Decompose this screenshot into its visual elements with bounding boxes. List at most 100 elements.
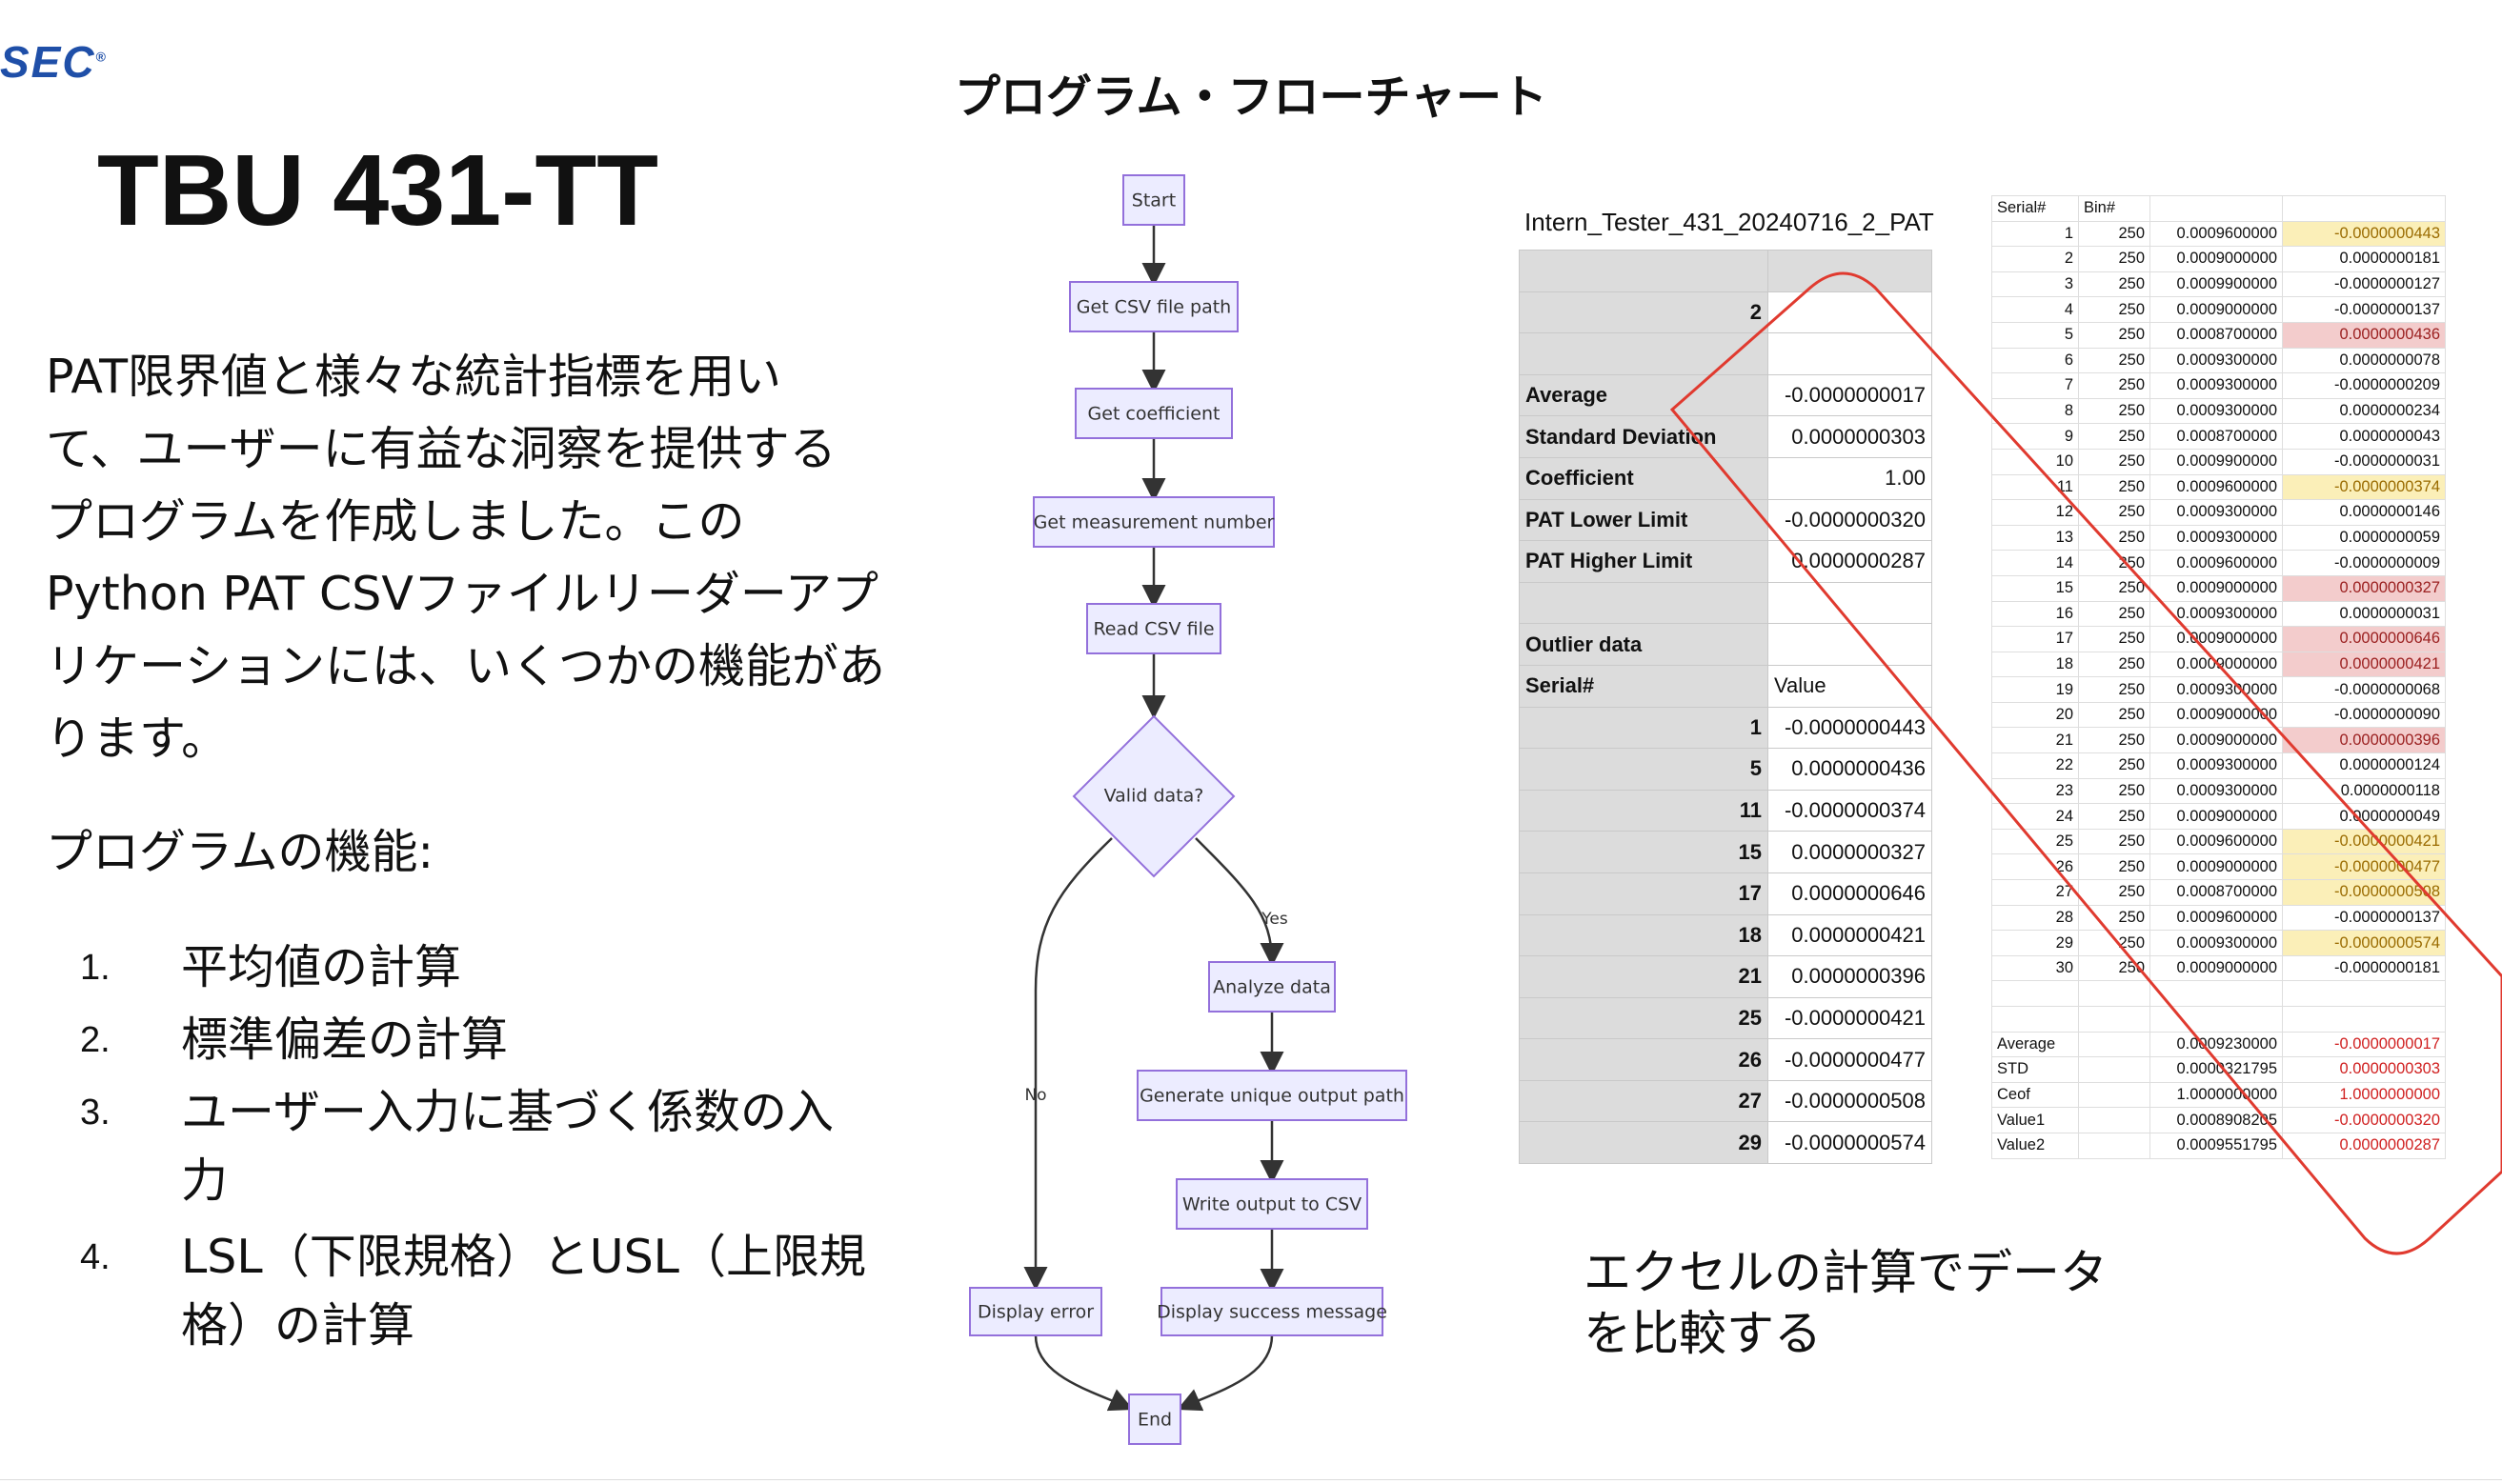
summary-value: -0.0000000443 (1767, 706, 1932, 750)
sheet-bin-cell: 250 (2078, 752, 2150, 779)
sheet-measure-cell: 0.0009000000 (2149, 246, 2283, 272)
sheet-measure-cell: 0.0009000000 (2149, 701, 2283, 729)
summary-row (1519, 581, 1932, 625)
summary-label: PAT Higher Limit (1519, 540, 1768, 583)
sheet-stat-deviation: -0.0000000017 (2282, 1031, 2446, 1058)
sheet-bin-cell: 250 (2078, 271, 2150, 298)
sheet-measure-cell: 0.0009600000 (2149, 220, 2283, 248)
flow-label-write-csv: Write output to CSV (1182, 1194, 1362, 1215)
feature-text: 標準偏差の計算 (181, 1013, 509, 1067)
sheet-deviation-cell: -0.0000000443 (2282, 220, 2446, 248)
sheet-bin-cell: 250 (2078, 904, 2150, 932)
flow-label-get-path: Get CSV file path (1077, 297, 1231, 318)
flow-label-display-error: Display error (978, 1302, 1094, 1323)
sheet-stat-measure: 0.0009551795 (2149, 1132, 2283, 1159)
flowchart-edges (1023, 225, 1284, 1412)
flow-node-read-csv-box (1086, 603, 1221, 654)
sheet-bin-cell: 250 (2078, 954, 2150, 982)
sheet-measure-cell: 0.0009900000 (2149, 448, 2283, 475)
sheet-header-cell: Bin# (2078, 195, 2150, 222)
flow-label-end: End (1138, 1410, 1172, 1431)
sheet-bin-cell: 250 (2078, 626, 2150, 652)
sheet-measure-cell: 0.0009300000 (2149, 777, 2283, 805)
flow-label-start: Start (1132, 191, 1176, 211)
sheet-bin-cell: 250 (2078, 372, 2150, 399)
summary-value: 0.0000000436 (1767, 748, 1932, 791)
summary-label: 1 (1519, 706, 1768, 750)
sheet-measure-cell: 0.0009300000 (2149, 524, 2283, 551)
logo-registered-mark: ® (95, 49, 108, 65)
feature-text: LSL（下限規格）とUSL（上限規 (181, 1230, 866, 1284)
flow-node-analyze-box (1208, 961, 1336, 1013)
sheet-deviation-cell: -0.0000000031 (2282, 448, 2446, 475)
sheet-measure-cell: 0.0009000000 (2149, 803, 2283, 830)
sheet-deviation-cell: 0.0000000646 (2282, 626, 2446, 652)
summary-label: 5 (1519, 748, 1768, 791)
sheet-serial-cell: 8 (1991, 397, 2079, 425)
feature-text: 格）の計算 (181, 1298, 415, 1353)
sheet-serial-cell: 13 (1991, 524, 2079, 551)
sheet-serial-cell: 18 (1991, 651, 2079, 678)
sheet-measure-cell: 0.0008700000 (2149, 321, 2283, 349)
compare-note-line: エクセルの計算でデータ (1584, 1245, 2108, 1300)
feature-number: 4. (80, 1237, 111, 1277)
sheet-deviation-cell: 0.0000000181 (2282, 246, 2446, 272)
summary-label: 26 (1519, 1038, 1768, 1081)
summary-value: 1.00 (1767, 456, 1932, 500)
summary-label (1519, 250, 1768, 292)
sheet-serial-cell: 29 (1991, 930, 2079, 956)
sheet-bin-cell: 250 (2078, 397, 2150, 425)
flow-edge-no-label: No (1024, 1086, 1046, 1105)
sheet-bin-cell: 250 (2078, 828, 2150, 855)
program-flowchart: Start Get CSV file path Get coefficient … (969, 174, 1407, 1445)
sheet-serial-cell: 26 (1991, 853, 2079, 881)
sheet-bin-cell: 250 (2078, 524, 2150, 551)
sheet-measure-cell: 0.0009300000 (2149, 347, 2283, 374)
sheet-measure-cell: 0.0009300000 (2149, 397, 2283, 425)
summary-label: 21 (1519, 955, 1768, 998)
summary-value: -0.0000000421 (1767, 996, 1932, 1040)
sheet-measure-cell: 0.0009000000 (2149, 296, 2283, 323)
features-heading: プログラムの機能: (46, 825, 434, 879)
sheet-deviation-cell: 0.0000000421 (2282, 651, 2446, 678)
sheet-serial-cell: 15 (1991, 574, 2079, 602)
sheet-stat-label: STD (1991, 1056, 2079, 1083)
sheet-serial-cell: 23 (1991, 777, 2079, 805)
intro-line: PAT限界値と様々な統計指標を用い (46, 350, 782, 404)
footer-divider (0, 1479, 2502, 1480)
sheet-empty-cell (2078, 1056, 2150, 1083)
feature-text: ユーザー入力に基づく係数の入 (181, 1085, 835, 1139)
summary-value: -0.0000000574 (1767, 1121, 1932, 1165)
summary-label: PAT Lower Limit (1519, 498, 1768, 542)
sheet-bin-cell: 250 (2078, 321, 2150, 349)
compare-note-line: を比較する (1584, 1306, 1822, 1361)
flow-node-valid-diamond (1072, 714, 1236, 878)
summary-row: 26-0.0000000477 (1519, 1038, 1932, 1081)
summary-label: Standard Deviation (1519, 415, 1768, 458)
summary-value (1767, 291, 1932, 334)
sheet-header-cell: Serial# (1991, 195, 2079, 222)
sheet-deviation-cell: 0.0000000327 (2282, 574, 2446, 602)
summary-value: -0.0000000508 (1767, 1079, 1932, 1123)
sheet-header-cell (2282, 195, 2446, 222)
summary-value: -0.0000000374 (1767, 789, 1932, 832)
sheet-serial-cell: 9 (1991, 423, 2079, 450)
sheet-empty-cell (2078, 1081, 2150, 1109)
summary-value (1767, 332, 1932, 375)
summary-value: -0.0000000320 (1767, 498, 1932, 542)
summary-label: 15 (1519, 831, 1768, 873)
